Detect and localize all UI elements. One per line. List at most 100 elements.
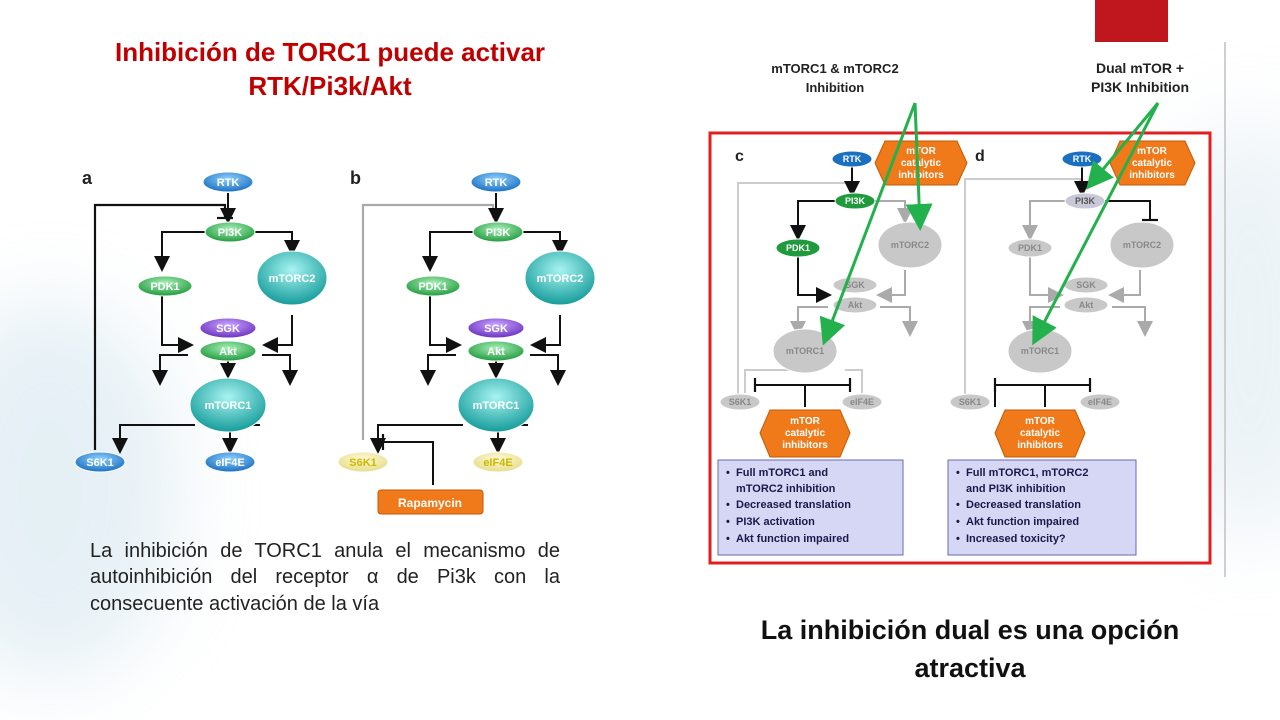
node-sgk [467, 317, 525, 339]
node-pdk1-label: PDK1 [418, 281, 447, 293]
pi3k-to-pdk1-arrow [1022, 200, 1065, 241]
panel-a-label: a [82, 168, 93, 188]
node-mtorc1 [189, 377, 267, 433]
node-pi3k [834, 192, 876, 210]
node-rtk-label: RTK [217, 177, 240, 189]
node-akt [832, 296, 878, 314]
inhibitor-top-line1: mTOR [906, 146, 937, 157]
node-s6k1 [949, 393, 991, 411]
pi3k-to-mtorc2-arrow [518, 231, 568, 256]
annotation-left-line1: mTORC1 & mTORC2 [771, 61, 898, 76]
pdk1-to-akt-arrow [1029, 257, 1064, 303]
node-pdk1-label: PDK1 [150, 281, 179, 293]
node-mtorc2-label: mTORC2 [891, 240, 929, 250]
inhibition-lines [755, 384, 850, 407]
node-eif4e [841, 393, 883, 411]
effect-item: Decreased translation [966, 499, 1081, 511]
green-arrow-to-mtorc1-d [1032, 102, 1160, 346]
mtorc2-to-akt-arrow [262, 315, 293, 353]
node-akt-label: Akt [848, 300, 863, 310]
node-s6k1-label: S6K1 [729, 397, 752, 407]
panel-b: b RTK PI3K PDK1 mTORC2 SGK Akt mTORC1 S6… [337, 168, 596, 515]
node-eif4e-label: eIF4E [1088, 397, 1112, 407]
green-arrow-to-pi3k-d [1086, 102, 1160, 190]
effect-item: Full mTORC1 and [736, 467, 828, 479]
node-rapamycin [377, 489, 484, 515]
node-eif4e-label: eIF4E [483, 457, 512, 469]
mtorc1-to-s6k1 [744, 369, 795, 393]
node-akt-label: Akt [487, 346, 505, 358]
node-rtk-label: RTK [843, 154, 862, 164]
effect-item: Decreased translation [736, 499, 851, 511]
effect-bullet: • [726, 467, 730, 479]
green-arrow-to-mtorc1-c [819, 102, 917, 346]
inhibitor-top-line2: catalytic [1132, 158, 1172, 169]
right-caption-line2: atractiva [914, 652, 1026, 683]
inhibitor-bottom-line2: catalytic [785, 428, 825, 439]
node-s6k1 [719, 393, 761, 411]
node-mtorc2 [1109, 221, 1175, 269]
akt-output-arrow [880, 306, 918, 337]
akt-output-arrow-left [420, 354, 456, 386]
slide-title: Inhibición de TORC1 puede activar RTK/Pi… [40, 36, 620, 104]
effect-bullet: • [956, 467, 960, 479]
effect-bullet: • [726, 516, 730, 528]
node-mtorc2 [256, 250, 328, 306]
akt-output-arrow [530, 354, 566, 386]
node-eif4e-label: eIF4E [850, 397, 874, 407]
node-rtk [470, 171, 522, 193]
inhibitor-top-line2: catalytic [901, 158, 941, 169]
inhibitor-bottom-line1: mTOR [1025, 416, 1056, 427]
effects-box-d [947, 459, 1137, 556]
slide-title-line2: RTK/Pi3k/Akt [248, 70, 412, 101]
node-s6k1 [337, 451, 389, 473]
inhibitor-bottom-line1: mTOR [790, 416, 821, 427]
slide-title-line1: Inhibición de TORC1 puede activar [114, 37, 546, 67]
node-rtk [202, 171, 254, 193]
node-sgk-label: SGK [845, 280, 865, 290]
panel-c: c RTK PI3K PDK1 mTORC2 SGK Akt mTORC1 S6… [717, 140, 968, 556]
node-sgk [199, 317, 257, 339]
node-rtk-label: RTK [1073, 154, 1092, 164]
node-pdk1 [137, 275, 193, 297]
node-sgk-label: SGK [484, 323, 508, 335]
effect-item: Akt function impaired [736, 533, 849, 545]
pdk1-to-akt-arrow [797, 257, 832, 303]
akt-output-arrow-left [790, 306, 828, 337]
inhibitor-bottom-line2: catalytic [1020, 428, 1060, 439]
divider-line [1224, 42, 1226, 577]
node-s6k1-label: S6K1 [349, 457, 377, 469]
node-pdk1 [775, 238, 821, 258]
effect-item: and PI3K inhibition [966, 483, 1066, 495]
panel-d: d RTK PI3K PDK1 mTORC2 SGK Akt mTORC1 S6… [947, 140, 1196, 556]
node-s6k1-label: S6K1 [86, 457, 114, 469]
node-rtk-label: RTK [485, 177, 508, 189]
left-diagram: a RTK PI3K PDK1 mTORC2 SGK Akt mTORC1 S6… [74, 168, 596, 515]
annotation-right-line2: PI3K Inhibition [1091, 79, 1189, 95]
effect-item: Full mTORC1, mTORC2 [966, 467, 1088, 479]
annotation-left-line2: Inhibition [806, 80, 865, 95]
node-akt-label: Akt [1079, 300, 1094, 310]
inhibitor-top-line1: mTOR [1137, 146, 1168, 157]
akt-output-arrow [262, 354, 298, 386]
mtorc1-to-eif4e [845, 369, 863, 393]
pdk1-to-akt-arrow [161, 296, 194, 353]
pi3k-to-pdk1-arrow [154, 231, 210, 272]
akt-output-arrow [1112, 306, 1153, 337]
mtorc1-to-s6k1-arrow [370, 424, 463, 454]
right-diagram: mTORC1 & mTORC2 Inhibition Dual mTOR + P… [708, 60, 1212, 565]
effects-box-c [717, 459, 904, 556]
inhibitor-bottom-line3: inhibitors [1017, 440, 1063, 451]
panel-c-label: c [735, 148, 744, 165]
node-pi3k-label: PI3K [1075, 196, 1096, 206]
annotation-right-line1: Dual mTOR + [1096, 60, 1184, 76]
pi3k-to-pdk1-arrow [422, 231, 478, 272]
node-eif4e [204, 451, 256, 473]
mtorc2-to-akt-arrow [1108, 270, 1141, 303]
node-mtorc2-label: mTORC2 [1123, 240, 1161, 250]
node-mtorc2-label: mTORC2 [537, 273, 584, 285]
pi3k-inhibition-line [1100, 200, 1151, 220]
node-mtorc1-label: mTORC1 [473, 400, 520, 412]
left-caption: La inhibición de TORC1 anula el mecanism… [90, 540, 560, 615]
node-sgk-label: SGK [1076, 280, 1096, 290]
